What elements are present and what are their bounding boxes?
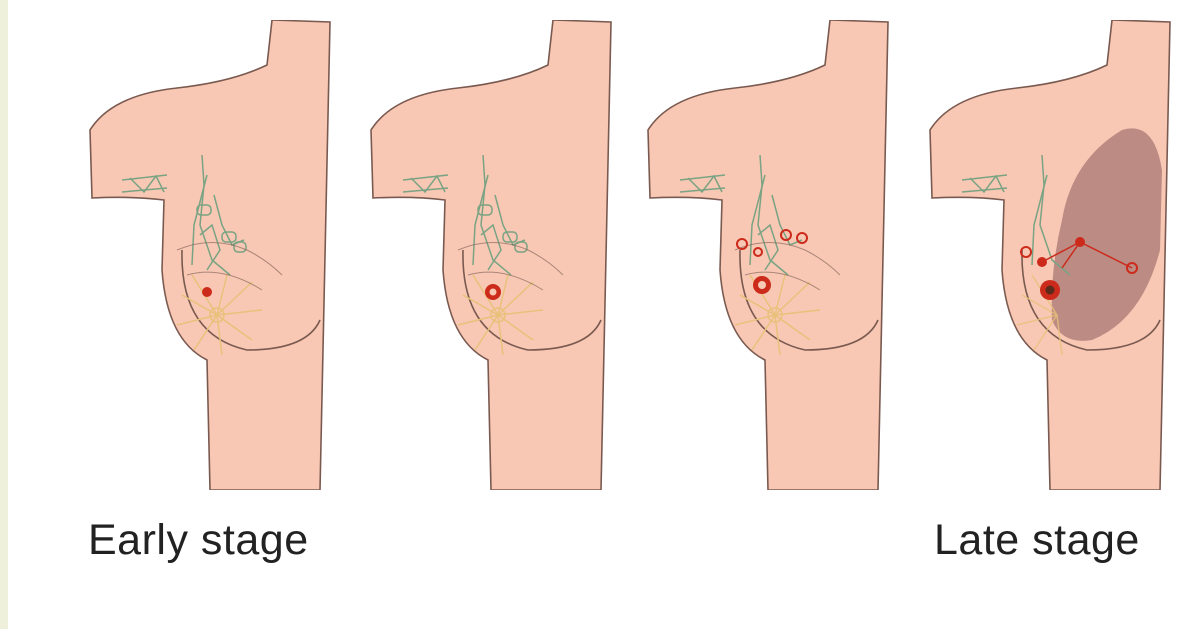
stage-1-illustration: [82, 20, 342, 490]
stages-diagram: [0, 0, 1194, 500]
stage-4-illustration: [922, 20, 1182, 490]
stage-2-illustration: [363, 20, 623, 490]
late-stage-label: Late stage: [934, 516, 1140, 565]
tumor-dot: [202, 287, 212, 297]
torso-figure-3: [640, 20, 900, 490]
early-stage-label: Early stage: [88, 516, 309, 565]
stage-3-illustration: [640, 20, 900, 490]
torso-figure-1: [82, 20, 342, 490]
torso-figure-4: [922, 20, 1182, 490]
torso-figure-2: [363, 20, 623, 490]
